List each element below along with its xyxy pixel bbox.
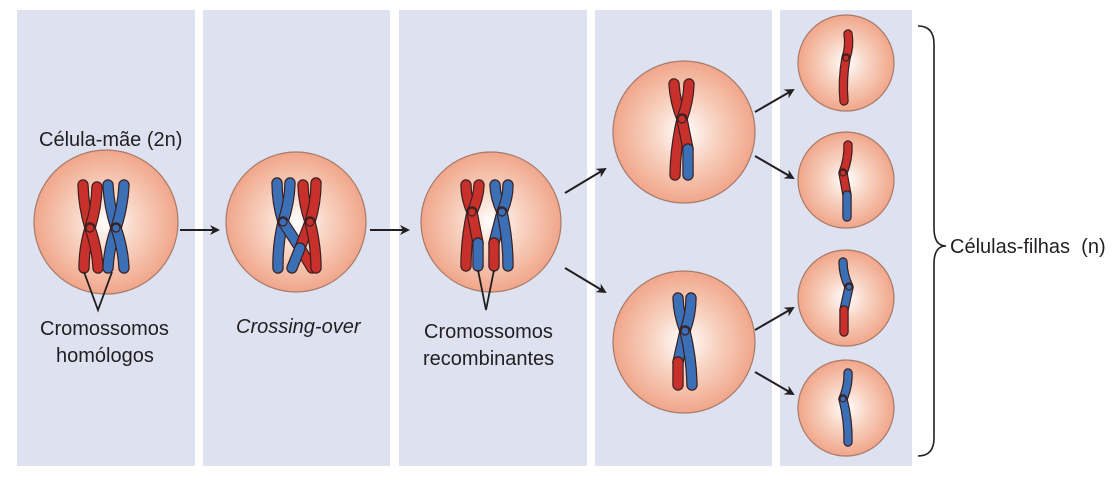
chromatid <box>466 179 485 272</box>
chromatid <box>838 257 854 337</box>
pointer-recombinant <box>477 269 495 311</box>
arrow-icon <box>754 88 795 113</box>
centromere <box>842 54 850 62</box>
arrow-icon <box>754 155 795 180</box>
arrows <box>83 25 947 457</box>
label-daughter-cells: Células-filhas (n) <box>950 236 1106 258</box>
chromatid <box>679 292 698 391</box>
label-mother-cell: Célula-mãe (2n) <box>39 129 182 151</box>
label-recombinant-line1: Cromossomos <box>424 321 553 343</box>
chromatid <box>838 140 853 222</box>
label-homologous-line2: homólogos <box>56 345 154 367</box>
chromatid <box>838 29 854 106</box>
centromere <box>85 223 95 233</box>
label-crossing-over: Crossing-over <box>236 316 362 338</box>
centromere <box>839 395 847 403</box>
chromosomes <box>77 29 854 447</box>
label-homologous-line1: Cromossomos <box>40 318 169 340</box>
centromere <box>111 223 121 233</box>
labels: Célula-mãe (2n) Cromossomos homólogos Cr… <box>39 129 1106 370</box>
label-recombinant-line2: recombinantes <box>423 348 554 370</box>
centromere <box>845 283 853 291</box>
chromatid <box>496 179 514 272</box>
cell <box>420 151 562 293</box>
chromatid <box>838 368 853 447</box>
arrow-icon <box>564 267 607 294</box>
centromere <box>680 326 690 336</box>
brace-icon <box>917 25 947 457</box>
centromere <box>278 217 288 227</box>
centromere <box>305 217 315 227</box>
arrow-icon <box>754 306 795 331</box>
chromatid <box>676 78 695 181</box>
cell <box>33 149 179 295</box>
centromere <box>677 114 687 124</box>
centromere <box>839 169 847 177</box>
pointer-homologous <box>83 271 113 313</box>
centromere <box>467 207 477 217</box>
arrow-icon <box>754 371 795 396</box>
cell <box>225 151 367 293</box>
arrow-icon <box>564 167 607 194</box>
centromere <box>497 207 507 217</box>
